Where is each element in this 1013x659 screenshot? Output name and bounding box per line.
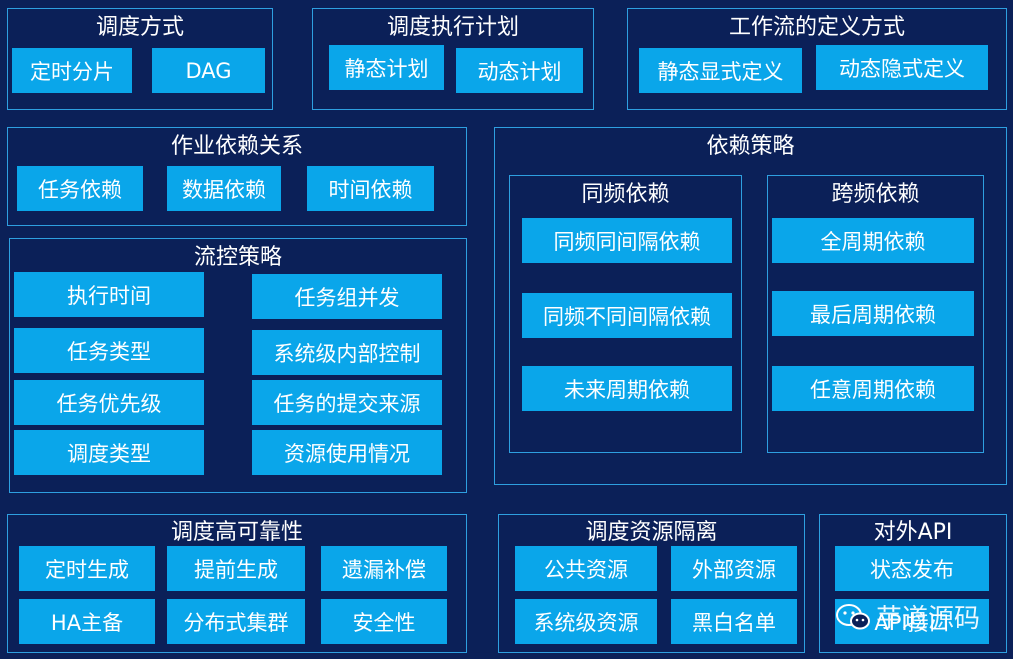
same-frequency-panel: 同频依赖 同频同间隔依赖 同频不同间隔依赖 未来周期依赖 — [509, 175, 742, 453]
resource-isolation-panel: 调度资源隔离 公共资源 外部资源 系统级资源 黑白名单 — [498, 514, 805, 653]
chip-static-explicit: 静态显式定义 — [639, 48, 802, 93]
chip-system-internal-control: 系统级内部控制 — [252, 330, 442, 375]
high-availability-panel: 调度高可靠性 定时生成 提前生成 遗漏补偿 HA主备 分布式集群 安全性 — [7, 514, 467, 653]
chip-dynamic-plan: 动态计划 — [456, 48, 583, 93]
panel-title: 依赖策略 — [706, 134, 795, 159]
chip-schedule-type: 调度类型 — [14, 430, 204, 475]
chip-data-dependency: 数据依赖 — [167, 166, 281, 211]
chip-ha-master-slave: HA主备 — [19, 599, 155, 644]
panel-title: 调度资源隔离 — [585, 520, 718, 545]
chip-same-freq-same-interval: 同频同间隔依赖 — [522, 218, 732, 263]
chip-static-plan: 静态计划 — [329, 45, 444, 90]
watermark-text: 芋道源码 — [876, 604, 981, 634]
chip-dag: DAG — [152, 48, 265, 93]
panel-title: 工作流的定义方式 — [728, 15, 905, 40]
chip-task-dependency: 任务依赖 — [17, 166, 143, 211]
chip-full-cycle: 全周期依赖 — [772, 218, 974, 263]
watermark: 芋道源码 — [836, 598, 980, 635]
execution-plan-panel: 调度执行计划 静态计划 动态计划 — [312, 8, 594, 110]
chip-system-resource: 系统级资源 — [515, 599, 657, 644]
chip-status-publish: 状态发布 — [835, 546, 989, 591]
panel-title: 作业依赖关系 — [170, 134, 303, 159]
chip-future-cycle: 未来周期依赖 — [522, 366, 732, 411]
chip-scheduled-generation: 定时生成 — [19, 546, 155, 591]
chip-task-submit-source: 任务的提交来源 — [252, 380, 442, 425]
chip-security: 安全性 — [321, 599, 447, 644]
chip-api-interface: API接口 — [835, 599, 989, 644]
panel-title: 对外API — [873, 520, 953, 545]
scheduling-mode-panel: 调度方式 定时分片 DAG — [7, 8, 273, 110]
job-dependency-panel: 作业依赖关系 任务依赖 数据依赖 时间依赖 — [7, 127, 467, 226]
dependency-strategy-panel: 依赖策略 同频依赖 同频同间隔依赖 同频不同间隔依赖 未来周期依赖 跨频依赖 全… — [494, 127, 1007, 485]
chip-task-priority: 任务优先级 — [14, 380, 204, 425]
chip-advance-generation: 提前生成 — [167, 546, 305, 591]
flow-control-panel: 流控策略 执行时间 任务类型 任务优先级 调度类型 任务组并发 系统级内部控制 … — [9, 238, 467, 493]
panel-title: 跨频依赖 — [831, 182, 920, 207]
chip-time-dependency: 时间依赖 — [307, 166, 434, 211]
chip-external-resource: 外部资源 — [671, 546, 797, 591]
chip-public-resource: 公共资源 — [515, 546, 657, 591]
panel-title: 流控策略 — [193, 245, 282, 270]
workflow-definition-panel: 工作流的定义方式 静态显式定义 动态隐式定义 — [627, 8, 1007, 110]
panel-title: 调度方式 — [95, 15, 184, 40]
chip-timed-sharding: 定时分片 — [12, 48, 132, 93]
chip-black-white-list: 黑白名单 — [671, 599, 797, 644]
external-api-panel: 对外API 状态发布 API接口 — [819, 514, 1007, 653]
panel-title: 同频依赖 — [581, 182, 670, 207]
cross-frequency-panel: 跨频依赖 全周期依赖 最后周期依赖 任意周期依赖 — [767, 175, 984, 453]
wechat-icon — [836, 603, 870, 631]
chip-execution-time: 执行时间 — [14, 272, 204, 317]
chip-task-type: 任务类型 — [14, 328, 204, 373]
chip-any-cycle: 任意周期依赖 — [772, 366, 974, 411]
panel-title: 调度执行计划 — [386, 15, 519, 40]
chip-task-group-concurrency: 任务组并发 — [252, 274, 442, 319]
chip-last-cycle: 最后周期依赖 — [772, 291, 974, 336]
chip-resource-usage: 资源使用情况 — [252, 430, 442, 475]
chip-dynamic-implicit: 动态隐式定义 — [816, 45, 988, 90]
chip-same-freq-diff-interval: 同频不同间隔依赖 — [522, 293, 732, 338]
panel-title: 调度高可靠性 — [170, 520, 303, 545]
chip-missed-compensation: 遗漏补偿 — [321, 546, 447, 591]
chip-distributed-cluster: 分布式集群 — [167, 599, 305, 644]
